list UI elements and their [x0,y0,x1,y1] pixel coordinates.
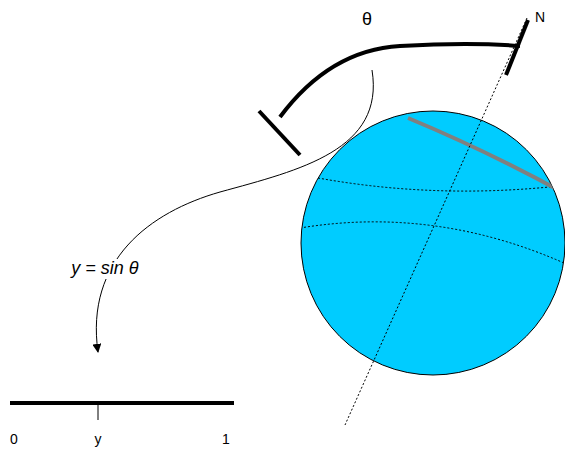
axis-value: 1 [220,432,232,447]
parallel-line [300,222,565,268]
north-label: N [533,10,547,25]
angle-bracket [280,44,520,117]
mapping-arrow [96,70,373,352]
axis-value: y [93,432,104,447]
bracket-tick [506,20,528,75]
polar-axis [345,18,527,425]
number-line [10,401,234,405]
axis-value: 0 [8,432,20,447]
bracket-tick [259,111,300,155]
number-tick [98,403,99,420]
meridian-line [318,178,565,191]
latitude-arc [408,118,562,192]
formula-label: y = sin θ [69,259,140,279]
globe [301,111,565,375]
angle-label: θ [360,10,374,30]
